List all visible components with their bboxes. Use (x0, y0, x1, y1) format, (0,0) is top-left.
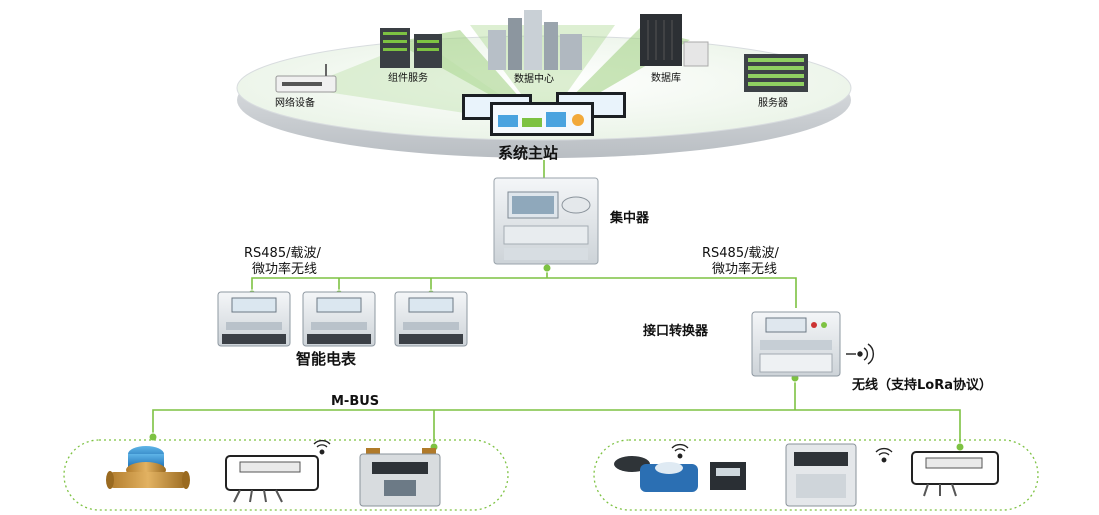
data-center-icon (488, 10, 582, 70)
wireless-gas-meter-icon (785, 443, 857, 507)
gas-meter-icon (359, 448, 441, 507)
mbus-label: M-BUS (331, 394, 380, 409)
label-data-center: 数据中心 (514, 74, 554, 85)
concentrator-device (493, 177, 599, 265)
monitor-icon (462, 92, 626, 136)
signal-icon-water (671, 443, 689, 459)
link-left-line2: 微功率无线 (252, 262, 318, 277)
label-server: 服务器 (758, 98, 788, 109)
signal-icon-left (313, 439, 331, 455)
server-rack-icon (744, 54, 808, 92)
smart-meters-label: 智能电表 (296, 350, 357, 368)
heat-meter-icon (225, 455, 319, 503)
mbus-device-group (63, 439, 509, 511)
link-right-line1: RS485/载波/ (702, 246, 779, 261)
smart-meter-2 (302, 291, 376, 347)
label-network-device: 网络设备 (275, 98, 315, 109)
wireless-device-group (593, 439, 1039, 511)
label-database: 数据库 (651, 73, 681, 84)
label-component-service: 组件服务 (388, 73, 428, 84)
wireless-heat-meter-icon (911, 451, 999, 497)
wireless-signal-icon (846, 343, 874, 365)
database-icon (640, 14, 709, 67)
component-server-icon (380, 28, 442, 68)
platform-title: 系统主站 (498, 144, 559, 162)
interface-converter-device (751, 311, 841, 377)
concentrator-label: 集中器 (610, 211, 650, 226)
wireless-water-meter-icon (614, 456, 746, 492)
wireless-label: 无线（支持LoRa协议） (852, 378, 992, 393)
link-left-line1: RS485/载波/ (244, 246, 321, 261)
connection-lines (152, 160, 961, 447)
network-device-icon (275, 64, 337, 93)
smart-meter-3 (394, 291, 468, 347)
converter-label: 接口转换器 (643, 324, 709, 339)
link-right-line2: 微功率无线 (712, 262, 778, 277)
water-meter-icon (106, 446, 190, 489)
signal-icon-gas (875, 447, 893, 463)
smart-meter-1 (217, 291, 291, 347)
